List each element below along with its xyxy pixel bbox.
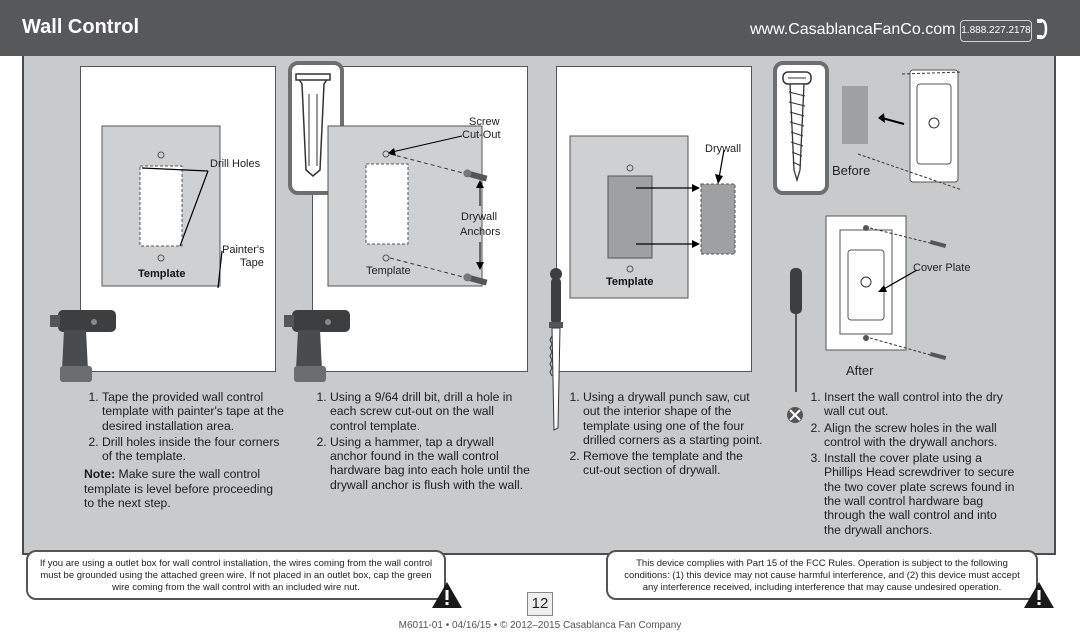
label-screw: Screw	[469, 116, 500, 128]
step1-item: Drill holes inside the four corners of t…	[102, 435, 284, 464]
label-anchors: Anchors	[460, 226, 501, 238]
label-cutout: Cut-Out	[462, 129, 501, 141]
step3-item: Remove the template and the cut-out sect…	[583, 449, 765, 478]
label-drywall-3: Drywall	[705, 143, 742, 155]
drywall-anchor-icon	[295, 73, 331, 177]
screwdriver-icon	[790, 268, 802, 392]
step1-note: Note: Make sure the wall control templat…	[84, 467, 284, 510]
label-cover-plate: Cover Plate	[913, 262, 971, 274]
label-template: Template	[138, 268, 186, 280]
step4-item: Align the screw holes in the wall contro…	[824, 421, 1016, 450]
header-bar	[0, 0, 1080, 56]
page-title: Wall Control	[22, 16, 140, 38]
screw-icon	[782, 71, 812, 182]
step4-item: Insert the wall control into the dry wal…	[824, 390, 1016, 419]
step1-text: Tape the provided wall control template …	[84, 390, 284, 510]
step2-item: Using a hammer, tap a drywall anchor fou…	[330, 435, 532, 492]
footer-text: M6011-01 • 04/16/15 • © 2012–2015 Casabl…	[398, 620, 682, 631]
warning-box-left: If you are using a outlet box for wall c…	[26, 550, 446, 600]
label-after: After	[846, 363, 874, 378]
punch-saw-icon	[549, 268, 563, 431]
step2-item: Using a 9/64 drill bit, drill a hole in …	[330, 390, 532, 433]
step3-drawing	[569, 135, 736, 299]
phone-icon	[1037, 18, 1048, 40]
step2-text: Using a 9/64 drill bit, drill a hole in …	[312, 390, 532, 494]
label-painters: Painter's	[222, 244, 265, 256]
warning-icon	[432, 582, 462, 608]
label-tape: Tape	[240, 257, 264, 269]
step4-text: Insert the wall control into the dry wal…	[806, 390, 1016, 539]
website-link[interactable]: www.CasablancaFanCo.com	[750, 21, 956, 38]
drill-icon	[284, 310, 350, 382]
warning-icon	[1024, 582, 1054, 608]
step3-item: Using a drywall punch saw, cut out the i…	[583, 390, 765, 447]
label-template-2: Template	[366, 265, 411, 277]
page-number: 12	[527, 592, 553, 616]
label-drywall: Drywall	[461, 211, 498, 223]
note-text: Make sure the wall control template is l…	[84, 467, 274, 511]
label-before: Before	[832, 163, 871, 178]
step1-drawing	[101, 125, 223, 289]
label-drill-holes: Drill Holes	[210, 158, 261, 170]
drill-icon	[50, 310, 116, 382]
step4-drawing	[825, 69, 963, 361]
no-power-icon	[787, 407, 803, 423]
warning-box-right: This device complies with Part 15 of the…	[606, 550, 1038, 600]
step2-drawing	[327, 125, 488, 287]
step1-item: Tape the provided wall control template …	[102, 390, 284, 433]
step4-item: Install the cover plate using a Phillips…	[824, 451, 1016, 537]
note-label: Note:	[84, 467, 116, 482]
phone-number: 1.888.227.2178	[960, 20, 1032, 42]
step3-text: Using a drywall punch saw, cut out the i…	[565, 390, 765, 480]
label-template-3: Template	[606, 276, 654, 288]
